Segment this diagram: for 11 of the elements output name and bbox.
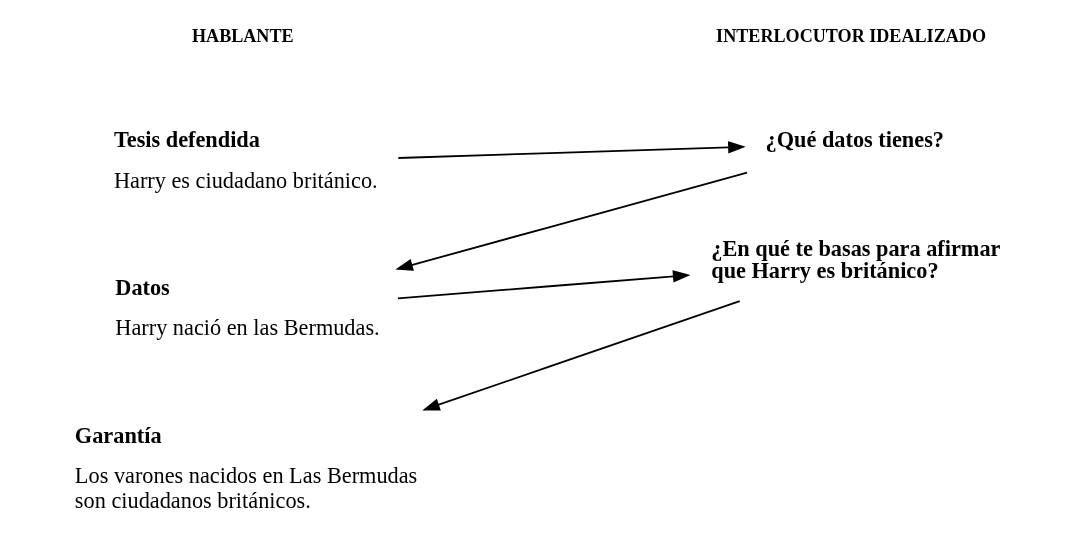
node-text: Datos Harry nació en las Bermudas. [114, 275, 380, 341]
node-text: ¿Qué datos tienes? [765, 127, 944, 153]
arrow [396, 270, 690, 300]
arrow [394, 171, 748, 271]
label: HABLANTE [191, 26, 294, 47]
node-text: Tesis defendida Harry es ciudadano británico. [113, 127, 378, 193]
arrow [421, 300, 741, 411]
node-text: ¿En qué te basas para afirmar que Harry es británico? [710, 235, 1000, 284]
arrow [396, 141, 746, 159]
node-text: Garantía Los varones nacidos en Las Bermudas son ciudadanos británicos. [74, 422, 417, 514]
label: INTERLOCUTOR IDEALIZADO [715, 26, 986, 47]
